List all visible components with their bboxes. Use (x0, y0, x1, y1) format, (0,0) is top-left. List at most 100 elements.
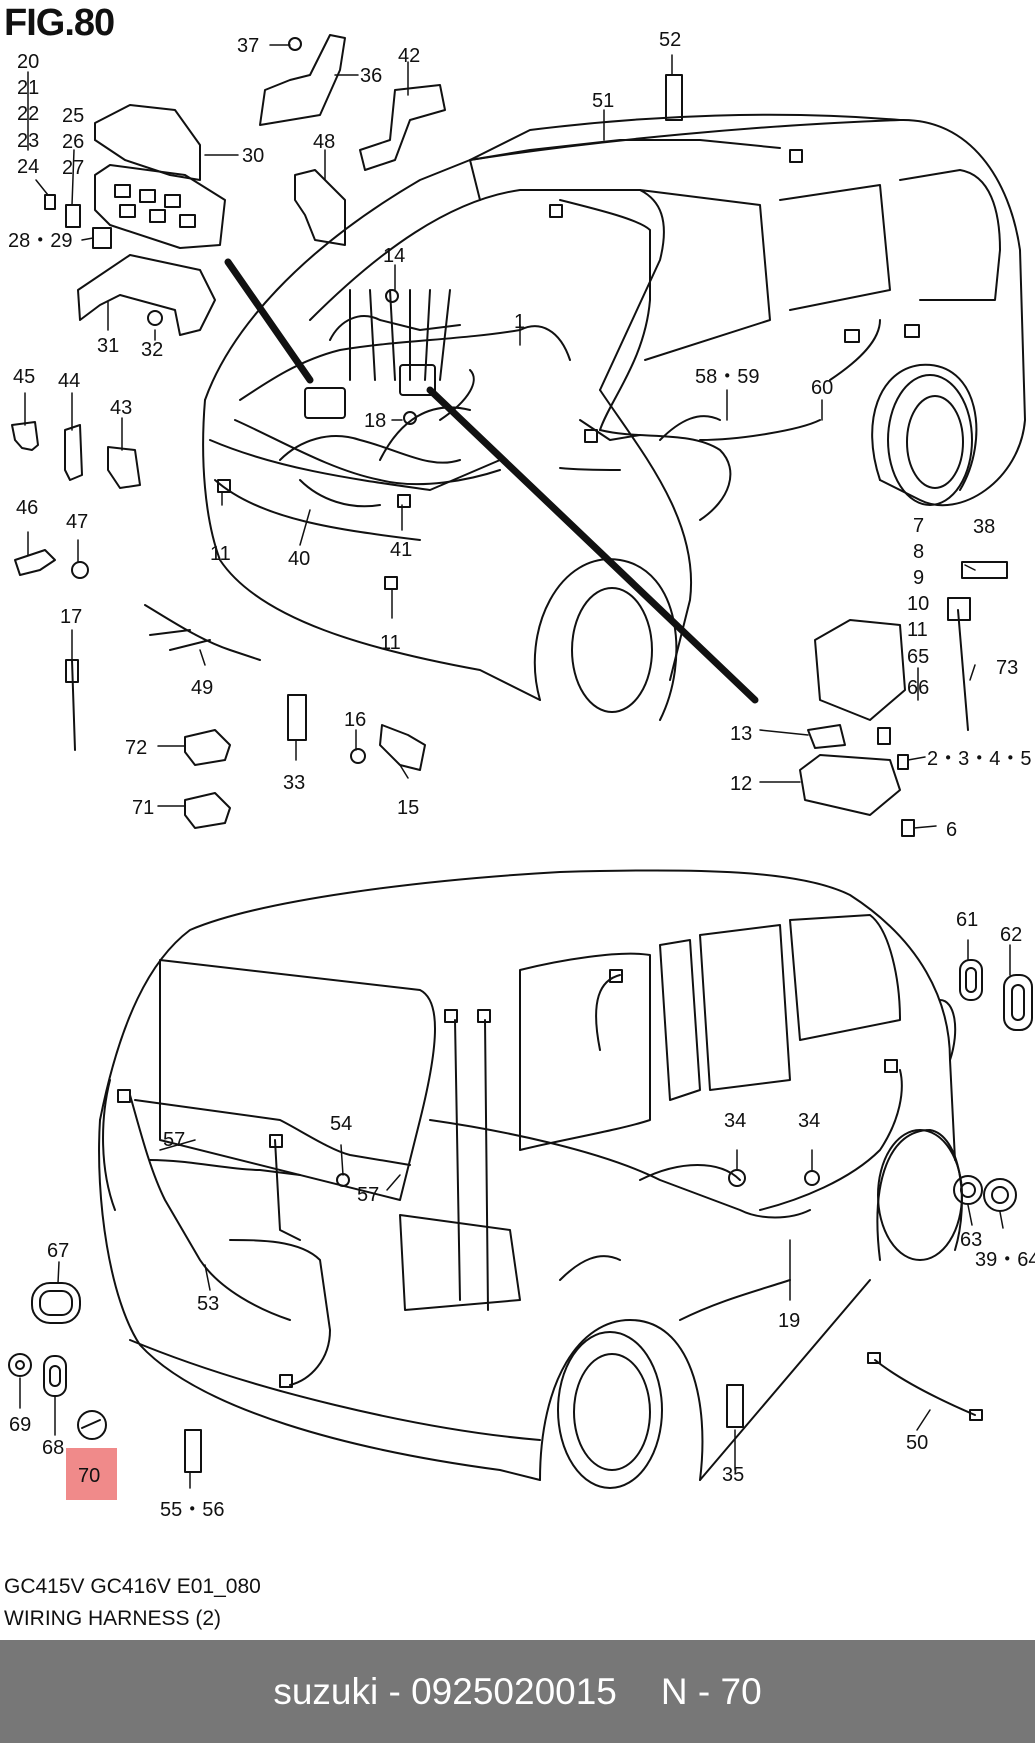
front-vehicle-outline (202, 113, 1026, 721)
callout-16: 16 (344, 709, 366, 731)
block-71 (184, 792, 231, 829)
bracket-43 (107, 446, 141, 489)
callout-46: 46 (16, 497, 38, 519)
callout-69: 69 (9, 1414, 31, 1436)
fuse-27 (65, 204, 81, 228)
callout-17: 17 (60, 606, 82, 628)
grommet-62 (1003, 974, 1033, 1031)
cable-tie-73-head (947, 597, 971, 621)
callout-72: 72 (125, 737, 147, 759)
callout-24: 24 (17, 156, 39, 178)
callout-12: 12 (730, 773, 752, 795)
callout-57a: 57 (163, 1129, 185, 1151)
pointer-line-right (426, 386, 759, 704)
callout-70: 70 (78, 1465, 100, 1487)
callout-32: 32 (141, 339, 163, 361)
callout-6: 6 (946, 819, 957, 841)
callout-57b: 57 (357, 1184, 379, 1206)
terminal-66 (877, 727, 891, 745)
callout-73: 73 (996, 657, 1018, 679)
grommet-68 (43, 1355, 67, 1397)
sub-harness-49 (144, 604, 261, 661)
footer-ref: N - 70 (660, 1670, 762, 1712)
callout-19: 19 (778, 1310, 800, 1332)
callout-53: 53 (197, 1293, 219, 1315)
plug-70 (77, 1410, 107, 1440)
callout-7: 7 (913, 515, 924, 537)
wire-50-end-a (867, 1352, 881, 1364)
rear-wiring-harness (117, 969, 903, 1388)
wire-50 (874, 1359, 976, 1416)
relay-2829 (92, 227, 112, 249)
callout-2345: 2・3・4・5 (927, 748, 1032, 770)
callout-47: 47 (66, 511, 88, 533)
callout-30: 30 (242, 145, 264, 167)
callout-60: 60 (811, 377, 833, 399)
bracket-15 (379, 724, 426, 771)
callout-43: 43 (110, 397, 132, 419)
callout-67: 67 (47, 1240, 69, 1262)
callout-11b: 11 (380, 632, 401, 654)
callout-26: 26 (62, 131, 84, 153)
callout-33: 33 (283, 772, 305, 794)
footer-bar: suzuki - 0925020015 N - 70 (0, 1640, 1035, 1743)
wire-50-end-b (969, 1409, 983, 1421)
label-38 (961, 561, 1008, 579)
section-caption: WIRING HARNESS (2) (4, 1607, 222, 1630)
callout-13: 13 (730, 723, 752, 745)
callout-45: 45 (13, 366, 35, 388)
terminal-6 (901, 819, 915, 837)
callout-10: 10 (907, 593, 929, 615)
bracket-36 (259, 34, 346, 126)
rear-vehicle-outline (98, 869, 963, 1489)
callout-62: 62 (1000, 924, 1022, 946)
callout-52: 52 (659, 29, 681, 51)
pointer-line-left (224, 258, 314, 384)
box-12 (799, 754, 901, 816)
bolt-11a (217, 479, 231, 493)
bolt-32 (147, 310, 163, 326)
callout-35: 35 (722, 1464, 744, 1486)
highlight-label: 70 (78, 1465, 100, 1487)
cable-tie-17 (71, 659, 76, 751)
label-5556 (184, 1429, 202, 1473)
leader-lines (19, 44, 1011, 1489)
grommet-63 (953, 1175, 983, 1205)
wiring-harness-diagram: 20 21 22 23 24 25 26 27 28・29 30 31 32 3… (8, 29, 1035, 1521)
bracket-31 (77, 254, 216, 336)
clip-44 (64, 424, 83, 481)
callout-25: 25 (62, 105, 84, 127)
callout-11a: 11 (210, 543, 231, 565)
terminal-2345 (897, 754, 909, 770)
callout-labels: 20 21 22 23 24 25 26 27 28・29 30 31 32 3… (8, 29, 1035, 1521)
callout-42: 42 (398, 45, 420, 67)
label-33 (287, 694, 307, 741)
bracket-42 (359, 84, 446, 171)
grommet-69 (8, 1353, 32, 1377)
cable-tie-73 (957, 609, 969, 731)
bolt-11b (384, 576, 398, 590)
block-72 (184, 729, 231, 766)
callout-40: 40 (288, 548, 310, 570)
bolt-14 (385, 289, 399, 303)
grommet-61 (959, 959, 983, 1001)
label-52 (665, 74, 683, 121)
figure-title: FIG.80 (4, 2, 115, 44)
callout-65: 65 (907, 646, 929, 668)
fuse-box-assembly (94, 104, 226, 249)
callout-34b: 34 (798, 1110, 820, 1132)
bolt-41 (397, 494, 411, 508)
fuse-24 (44, 194, 56, 210)
callout-31: 31 (97, 335, 119, 357)
grommet-3964 (983, 1178, 1017, 1212)
clip-34b (804, 1170, 820, 1186)
connector-13 (807, 724, 846, 749)
model-code-caption: GC415V GC416V E01_080 (4, 1575, 261, 1598)
callout-61: 61 (956, 909, 978, 931)
callout-68: 68 (42, 1437, 64, 1459)
callout-49: 49 (191, 677, 213, 699)
footer-part-number: suzuki - 0925020015 (273, 1670, 617, 1712)
callout-36: 36 (360, 65, 382, 87)
callout-27: 27 (62, 157, 84, 179)
callout-54: 54 (330, 1113, 352, 1135)
